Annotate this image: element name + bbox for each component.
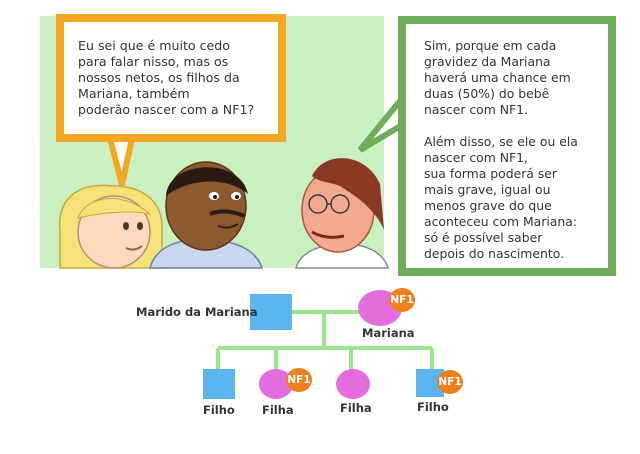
doctor-character bbox=[295, 158, 389, 269]
child-2-label: Filha bbox=[262, 403, 294, 417]
child-1-square-symbol bbox=[203, 369, 235, 399]
question-speech-bubble: Eu sei que é muito cedo para falar nisso… bbox=[56, 14, 286, 142]
woman-character bbox=[58, 184, 163, 269]
child-3-label: Filha bbox=[340, 401, 372, 415]
child-1-label: Filho bbox=[203, 403, 235, 417]
question-text: Eu sei que é muito cedo para falar nisso… bbox=[78, 38, 255, 117]
child-4-nf1-badge: NF1 bbox=[437, 370, 463, 394]
answer-speech-bubble: Sim, porque em cada gravidez da Mariana … bbox=[398, 16, 616, 276]
child-2-nf1-badge: NF1 bbox=[286, 368, 312, 392]
husband-label: Marido da Mariana bbox=[136, 305, 258, 319]
child-2-circle-symbol bbox=[259, 369, 293, 399]
husband-character bbox=[149, 161, 264, 269]
answer-text: Sim, porque em cada gravidez da Mariana … bbox=[424, 38, 578, 261]
child-3-circle-symbol bbox=[336, 369, 370, 399]
husband-square-symbol bbox=[250, 294, 292, 330]
mariana-nf1-badge: NF1 bbox=[389, 288, 415, 312]
child-4-label: Filho bbox=[417, 400, 449, 414]
mariana-label: Mariana bbox=[362, 326, 415, 340]
